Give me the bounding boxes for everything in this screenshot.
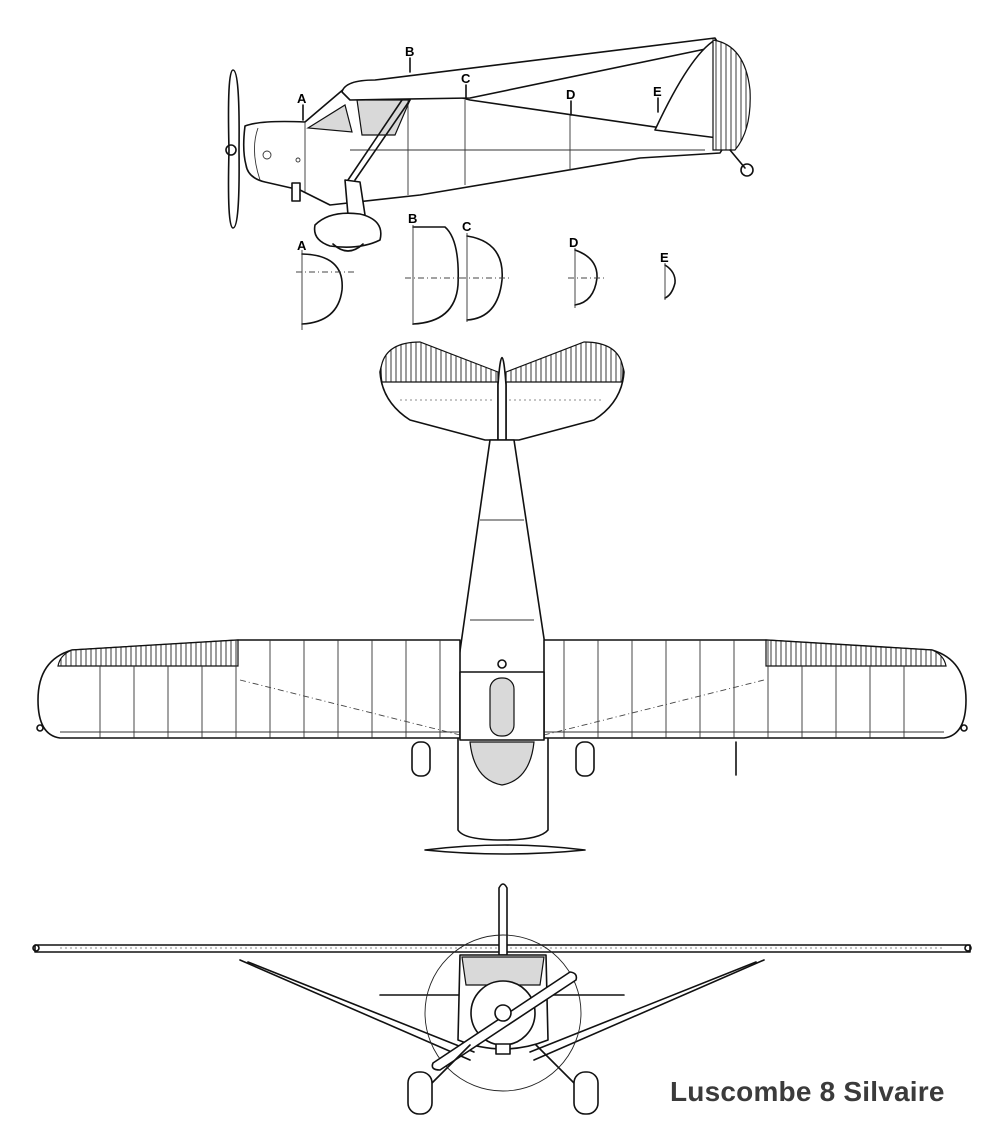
- top-skylight: [489, 677, 515, 737]
- side-label-e: E: [653, 84, 662, 99]
- front-windscreen: [461, 956, 545, 986]
- front-propeller-disc: [424, 934, 582, 1092]
- top-windscreen: [469, 741, 535, 786]
- section-label-b: B: [408, 211, 417, 226]
- top-left-wheel: [411, 741, 431, 777]
- side-label-d: D: [566, 87, 575, 102]
- top-wing-ribs-right: [543, 640, 944, 738]
- front-left-wheel: [407, 1071, 433, 1115]
- side-rudder: [712, 39, 751, 151]
- front-right-wheel: [573, 1071, 599, 1115]
- section-label-c: C: [462, 219, 472, 234]
- drawing-title: Luscombe 8 Silvaire: [670, 1076, 945, 1107]
- section-label-d: D: [569, 235, 578, 250]
- section-b: B: [405, 211, 465, 325]
- top-wing: [36, 639, 968, 739]
- cross-sections: A B C D E: [296, 211, 676, 330]
- section-c: C: [460, 219, 512, 322]
- side-label-b: B: [405, 44, 414, 59]
- top-right-wheel: [575, 741, 595, 777]
- side-fuselage: [242, 37, 754, 252]
- side-view: A B C D E: [225, 37, 754, 252]
- front-view: [32, 883, 972, 1115]
- section-a: A: [296, 238, 355, 330]
- front-fin: [498, 883, 508, 956]
- side-label-a: A: [297, 91, 307, 106]
- section-label-a: A: [297, 238, 307, 253]
- side-station-markers: A B C D E: [297, 44, 662, 121]
- side-label-c: C: [461, 71, 471, 86]
- section-label-e: E: [660, 250, 669, 265]
- side-wheel-fairing: [313, 212, 382, 248]
- top-propeller: [424, 844, 586, 855]
- side-propeller: [225, 69, 240, 229]
- top-cabin: [459, 659, 545, 786]
- top-horizontal-tail: [379, 341, 625, 441]
- section-e: E: [660, 250, 676, 300]
- side-windscreen: [306, 104, 353, 133]
- section-d: D: [568, 235, 604, 308]
- top-view: [36, 341, 968, 855]
- top-wing-ribs-left: [60, 640, 461, 738]
